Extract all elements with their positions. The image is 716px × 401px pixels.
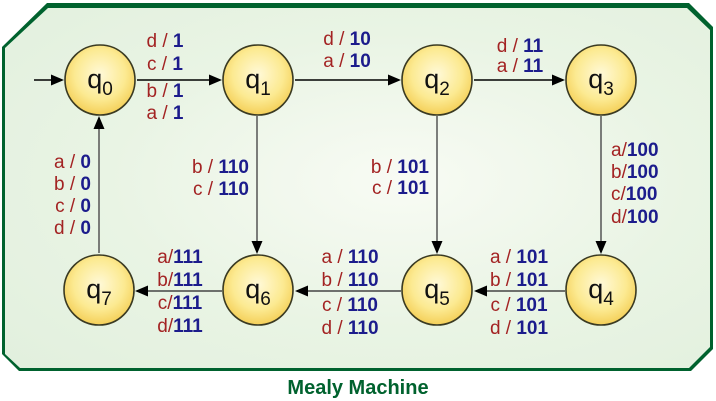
state-q1: q1 [222, 44, 294, 116]
transition-label-q0-to-q1-d: d / 1 [147, 31, 184, 52]
state-label-q7: q7 [86, 274, 112, 310]
state-circle-q1 [222, 44, 294, 116]
state-q5: q5 [401, 254, 473, 326]
state-circle-q3 [565, 44, 637, 116]
state-circle-q5 [401, 254, 473, 326]
transition-label-q2-to-q5-b: b / 101 [371, 157, 430, 178]
state-circle-q4 [565, 254, 637, 326]
state-q4: q4 [565, 254, 637, 326]
state-q2: q2 [401, 44, 473, 116]
state-circle-q2 [401, 44, 473, 116]
state-label-q0: q0 [87, 64, 113, 100]
transition-label-q3-to-q4-a: a/100 [611, 140, 659, 161]
transition-label-q7-to-q0-c: c / 0 [55, 196, 91, 217]
state-graph: d / 1c / 1b / 1a / 1d / 10a / 10d / 11a … [34, 29, 659, 339]
state-label-q5: q5 [424, 274, 450, 310]
transition-label-q0-to-q1-b: b / 1 [147, 81, 184, 102]
state-label-q6: q6 [245, 274, 271, 310]
state-label-q3: q3 [588, 64, 614, 100]
transition-label-q4-to-q5-c: c / 101 [490, 295, 547, 316]
transition-label-q5-to-q6-d: d / 110 [321, 318, 378, 339]
state-q0: q0 [64, 44, 136, 116]
transition-label-q7-to-q0-a: a / 0 [54, 152, 91, 173]
edge-q2-to-q3: d / 11a / 11 [474, 36, 565, 86]
transition-label-q1-to-q6-b: b / 110 [192, 157, 249, 178]
state-q7: q7 [63, 254, 135, 326]
transition-label-q4-to-q5-b: b / 101 [490, 270, 549, 291]
transition-label-q2-to-q5-c: c / 101 [372, 178, 429, 199]
transition-label-q4-to-q5-d: d / 101 [490, 318, 549, 339]
state-label-q4: q4 [588, 274, 614, 310]
state-circle-q7 [63, 254, 135, 326]
transition-label-q5-to-q6-b: b / 110 [321, 270, 378, 291]
transition-label-q6-to-q7-a: a/111 [157, 247, 203, 268]
state-label-q2: q2 [424, 64, 450, 100]
transition-label-q1-to-q6-c: c / 110 [193, 179, 249, 200]
transition-label-q2-to-q3-a: a / 11 [497, 56, 544, 77]
transition-label-q3-to-q4-d: d/100 [611, 207, 659, 228]
frame-panel [5, 8, 710, 368]
transition-label-q6-to-q7-b: b/111 [157, 270, 203, 291]
transition-label-q4-to-q5-a: a / 101 [490, 247, 549, 268]
transition-label-q0-to-q1-a: a / 1 [147, 103, 184, 124]
edge-q7-to-q0: a / 0b / 0c / 0d / 0 [54, 116, 105, 253]
transition-label-q2-to-q3-d: d / 11 [497, 36, 544, 57]
transition-label-q5-to-q6-c: c / 110 [322, 295, 378, 316]
transition-label-q0-to-q1-c: c / 1 [147, 54, 183, 75]
transition-label-q5-to-q6-a: a / 110 [321, 247, 378, 268]
transition-label-q1-to-q2-a: a / 10 [323, 51, 371, 72]
transition-label-q1-to-q2-d: d / 10 [323, 29, 371, 50]
transition-label-q6-to-q7-d: d/111 [157, 316, 203, 337]
edge-q1-to-q2: d / 10a / 10 [295, 29, 401, 86]
state-q3: q3 [565, 44, 637, 116]
transition-label-q6-to-q7-c: c/111 [158, 293, 203, 314]
transition-label-q3-to-q4-c: c/100 [611, 184, 657, 205]
state-circle-q6 [222, 254, 294, 326]
transition-label-q7-to-q0-d: d / 0 [54, 218, 91, 239]
edge-q0-to-q1: d / 1c / 1 b / 1a / 1 [137, 31, 222, 124]
diagram-title: Mealy Machine [287, 377, 428, 399]
state-circle-q0 [64, 44, 136, 116]
transition-label-q7-to-q0-b: b / 0 [54, 174, 91, 195]
transition-label-q3-to-q4-b: b/100 [611, 162, 659, 183]
state-q6: q6 [222, 254, 294, 326]
state-label-q1: q1 [245, 64, 271, 100]
